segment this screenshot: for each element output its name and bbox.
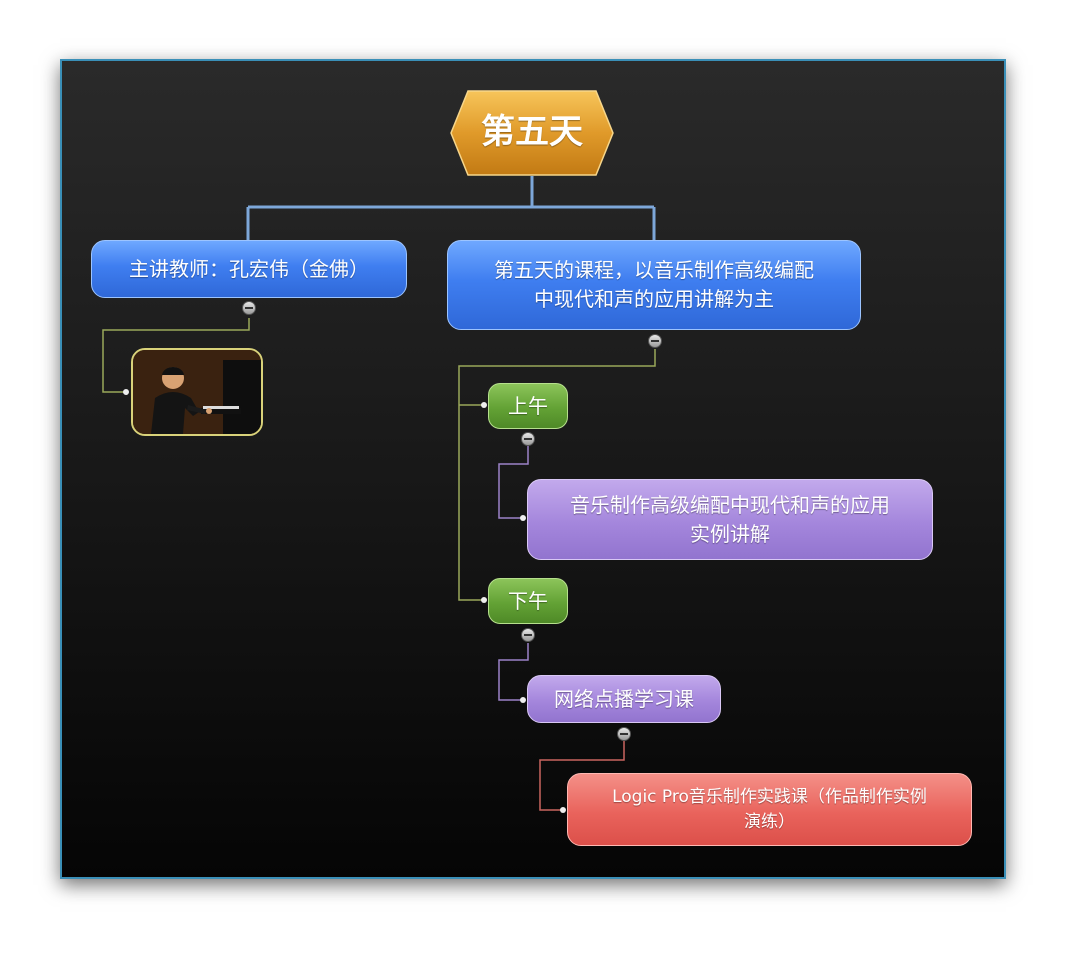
morning-detail-line-1: 音乐制作高级编配中现代和声的应用 xyxy=(570,492,890,517)
collapse-icon[interactable] xyxy=(648,334,662,348)
practice-course-node[interactable]: Logic Pro音乐制作实践课（作品制作实例 演练） xyxy=(567,773,972,846)
root-node[interactable]: 第五天 xyxy=(450,90,614,176)
hexagon-shape xyxy=(450,90,614,176)
teacher-photo xyxy=(131,348,263,436)
morning-label: 上午 xyxy=(508,393,548,418)
pianist-icon xyxy=(133,350,261,434)
course-line-2: 中现代和声的应用讲解为主 xyxy=(534,287,774,311)
online-course-node[interactable]: 网络点播学习课 xyxy=(527,675,721,723)
morning-node[interactable]: 上午 xyxy=(488,383,568,429)
practice-course-line-2: 演练） xyxy=(744,811,795,832)
morning-detail-node[interactable]: 音乐制作高级编配中现代和声的应用 实例讲解 xyxy=(527,479,933,560)
afternoon-label: 下午 xyxy=(508,588,548,613)
collapse-icon[interactable] xyxy=(521,628,535,642)
course-node[interactable]: 第五天的课程，以音乐制作高级编配 中现代和声的应用讲解为主 xyxy=(447,240,861,330)
practice-course-line-1: Logic Pro音乐制作实践课（作品制作实例 xyxy=(612,786,927,807)
afternoon-node[interactable]: 下午 xyxy=(488,578,568,624)
collapse-icon[interactable] xyxy=(617,727,631,741)
root-label: 第五天 xyxy=(481,112,583,153)
collapse-icon[interactable] xyxy=(242,301,256,315)
teacher-label: 主讲教师：孔宏伟（金佛） xyxy=(129,256,369,281)
mindmap-canvas xyxy=(60,59,1006,879)
online-course-label: 网络点播学习课 xyxy=(554,686,694,711)
collapse-icon[interactable] xyxy=(521,432,535,446)
teacher-node[interactable]: 主讲教师：孔宏伟（金佛） xyxy=(91,240,407,298)
morning-detail-line-2: 实例讲解 xyxy=(690,521,770,546)
course-line-1: 第五天的课程，以音乐制作高级编配 xyxy=(494,258,814,282)
